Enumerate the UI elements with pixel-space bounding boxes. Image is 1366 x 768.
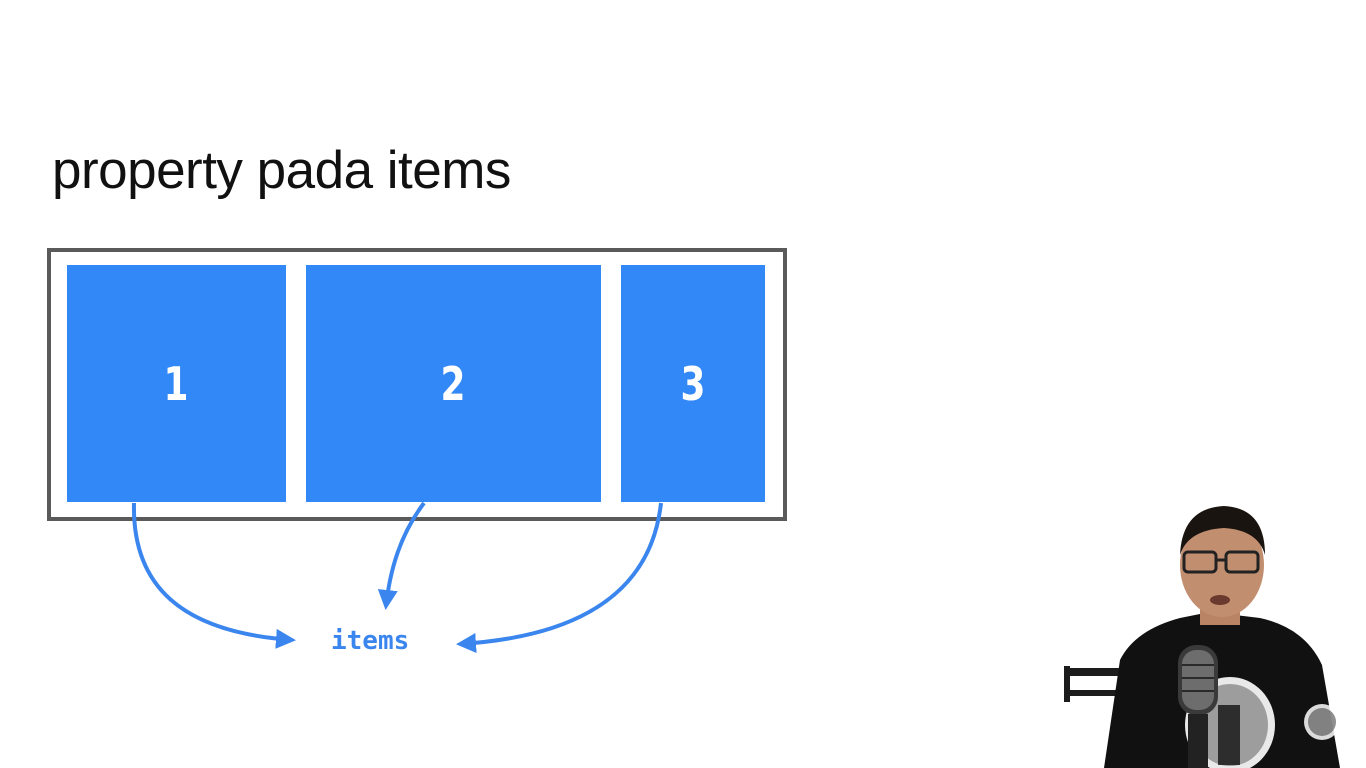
arrow-from-item-3 bbox=[456, 502, 663, 653]
arrow-from-item-1 bbox=[131, 502, 296, 649]
flex-item-3-label: 3 bbox=[680, 356, 706, 411]
presenter-head bbox=[1180, 513, 1264, 617]
presenter-webcam bbox=[1064, 506, 1340, 768]
flex-item-2: 2 bbox=[306, 265, 601, 502]
slide-title: property pada items bbox=[52, 141, 511, 200]
mic-arm bbox=[1066, 668, 1146, 676]
flex-item-2-label: 2 bbox=[441, 356, 466, 411]
flex-item-1-label: 1 bbox=[164, 356, 189, 411]
items-target-label: items bbox=[331, 626, 410, 656]
flex-item-3: 3 bbox=[621, 265, 765, 502]
flex-item-1: 1 bbox=[67, 265, 286, 502]
